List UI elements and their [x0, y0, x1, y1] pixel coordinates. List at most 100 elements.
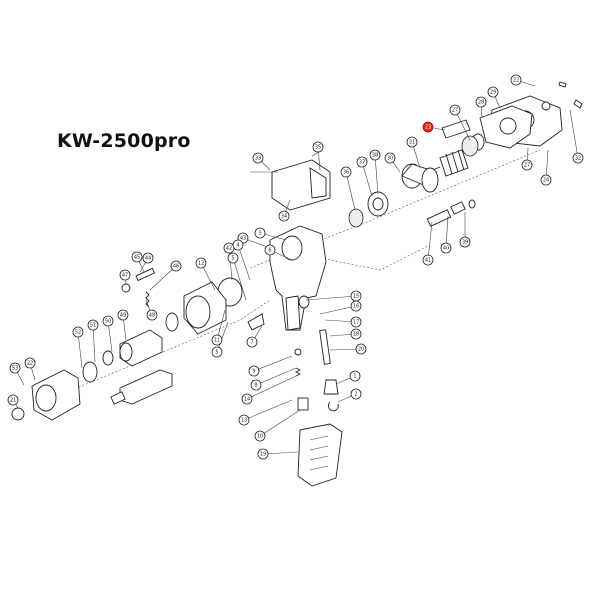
callout-c22a: 22 [510, 74, 522, 86]
callout-c27b: 27 [521, 159, 533, 171]
callout-label: 45 [134, 254, 140, 260]
callout-label: 8 [254, 382, 257, 388]
front-plate-inner [372, 197, 384, 211]
callout-c44: 44 [142, 252, 154, 264]
callout-c31: 31 [406, 136, 418, 148]
callout-c13: 13 [238, 414, 250, 426]
callout-c17: 17 [350, 316, 362, 328]
leader-line-c5b [232, 257, 247, 301]
callout-label: 28 [478, 99, 484, 105]
hammer-ring-part [165, 312, 179, 332]
rear-cover-part [250, 149, 331, 211]
leader-line-c10 [259, 409, 301, 437]
callout-c1: 1 [349, 370, 361, 382]
callout-c18: 18 [350, 328, 362, 340]
callout-c5a: 5 [211, 346, 223, 358]
callout-label: 37 [359, 159, 365, 165]
callout-label: 22 [513, 77, 519, 83]
callout-label: 49 [120, 312, 126, 318]
leader-line-c51 [92, 324, 96, 363]
grip-texture [309, 435, 329, 471]
callout-c15: 15 [350, 290, 362, 302]
anvil-part [110, 369, 173, 405]
valve-rod-part [319, 329, 331, 365]
callout-label: 19 [260, 451, 266, 457]
callout-c38: 38 [369, 149, 381, 161]
callout-label: 47 [122, 272, 128, 278]
main-housing-part [269, 225, 327, 331]
leader-line-c41 [427, 221, 433, 261]
callout-label: 1 [353, 373, 356, 379]
ball-part [294, 348, 302, 356]
callout-c35: 35 [312, 141, 324, 153]
spring-small-part [294, 367, 302, 377]
callout-label: 48 [149, 312, 155, 318]
callout-c12: 12 [195, 257, 207, 269]
leader-line-c37 [361, 161, 373, 197]
callout-c21: 21 [7, 394, 19, 406]
leader-line-c52 [77, 331, 83, 369]
callout-c9: 9 [248, 365, 260, 377]
callout-label: 14 [244, 396, 250, 402]
callout-label: 16 [353, 303, 359, 309]
callout-c32: 32 [572, 152, 584, 164]
callout-label: 38 [372, 152, 378, 158]
callout-label: 21 [10, 397, 16, 403]
leader-line-c46 [149, 265, 177, 291]
callout-label: 29 [490, 89, 496, 95]
front-oring-part [11, 407, 25, 421]
callout-label: 52 [75, 329, 81, 335]
callout-label: 31 [409, 139, 415, 145]
leader-line-c19 [262, 451, 299, 455]
callout-c14: 14 [241, 393, 253, 405]
callout-label: 42 [226, 245, 232, 251]
callout-c50: 50 [102, 315, 114, 327]
callout-c3: 3 [254, 227, 266, 239]
callout-c23: 23 [422, 121, 434, 133]
callout-label: 50 [105, 318, 111, 324]
callout-c24: 24 [540, 174, 552, 186]
callout-label: 33 [255, 155, 261, 161]
callout-label: 5 [231, 255, 234, 261]
hammer-part [119, 329, 163, 367]
leader-line-c8 [255, 367, 297, 386]
callout-label: 18 [353, 331, 359, 337]
callout-label: 7 [250, 339, 253, 345]
callout-label: 24 [543, 177, 549, 183]
handle-grip-part [297, 423, 343, 487]
callout-label: 2 [354, 391, 357, 397]
callout-label: 44 [145, 255, 151, 261]
inlet-bushing-part [297, 397, 309, 411]
cylinder-part [401, 163, 439, 193]
callout-label: 34 [281, 213, 287, 219]
callout-label: 23 [425, 124, 431, 130]
bearing-front-part [348, 208, 364, 228]
callout-c48: 48 [146, 309, 158, 321]
spring-part [145, 291, 150, 308]
callout-c6: 6 [264, 244, 276, 256]
callout-c29: 29 [487, 86, 499, 98]
callout-label: 46 [173, 263, 179, 269]
callout-label: 3 [258, 230, 261, 236]
assembly-axis-lower [59, 299, 271, 396]
screw-part [573, 99, 583, 109]
callout-c40: 40 [440, 242, 452, 254]
callout-label: 5 [215, 349, 218, 355]
callout-label: 15 [353, 293, 359, 299]
front-washer-part [102, 350, 114, 366]
callout-c51: 51 [87, 319, 99, 331]
leader-line-c32 [569, 109, 579, 159]
callout-c42: 42 [223, 242, 235, 254]
callout-label: 36 [343, 169, 349, 175]
callout-label: 11 [214, 337, 220, 343]
leader-line-c27a [454, 109, 471, 141]
callout-label: 51 [90, 322, 96, 328]
callout-c2: 2 [350, 388, 362, 400]
callout-label: 9 [252, 368, 255, 374]
front-case-part [31, 369, 81, 421]
plug-part [121, 283, 131, 293]
callout-c37: 37 [356, 156, 368, 168]
callout-label: 35 [315, 144, 321, 150]
